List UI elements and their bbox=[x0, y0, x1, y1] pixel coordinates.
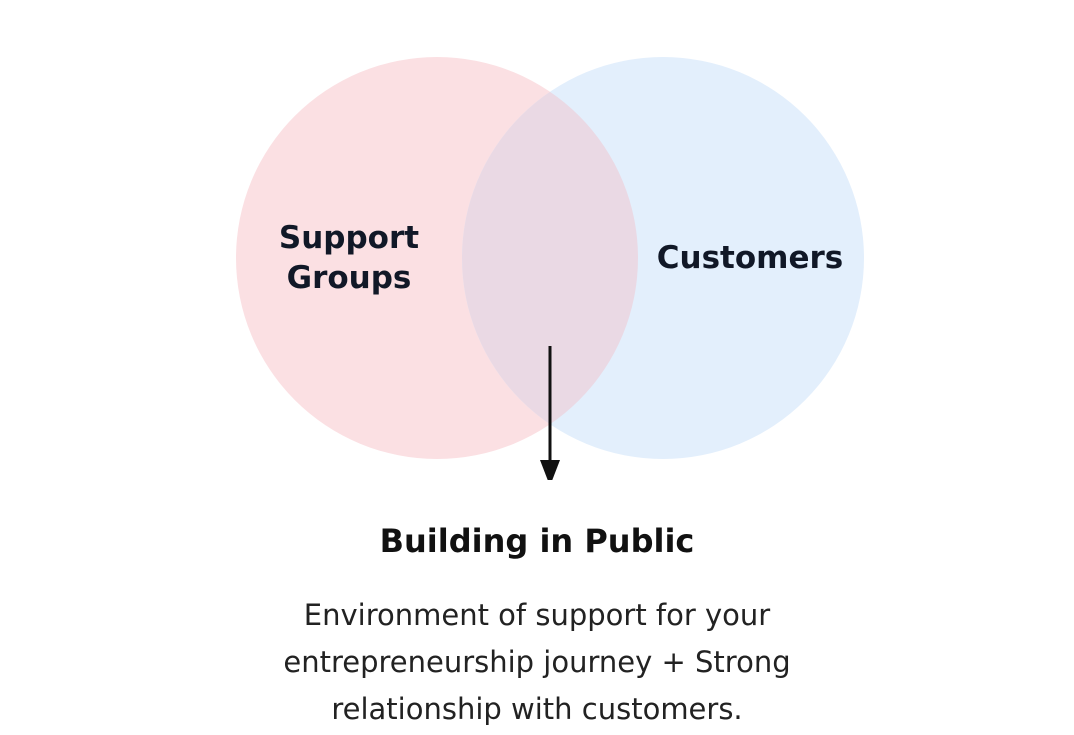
support-groups-label: Support bbox=[279, 220, 419, 256]
intersection-title: Building in Public bbox=[379, 522, 695, 560]
overlap-region bbox=[462, 57, 638, 459]
down-arrow-icon bbox=[540, 346, 560, 480]
support-groups-label: Groups bbox=[287, 260, 412, 296]
venn-diagram: Support Groups Customers bbox=[236, 57, 864, 480]
intersection-description: Environment of support for your entrepre… bbox=[283, 598, 791, 726]
customers-label: Customers bbox=[657, 240, 843, 276]
